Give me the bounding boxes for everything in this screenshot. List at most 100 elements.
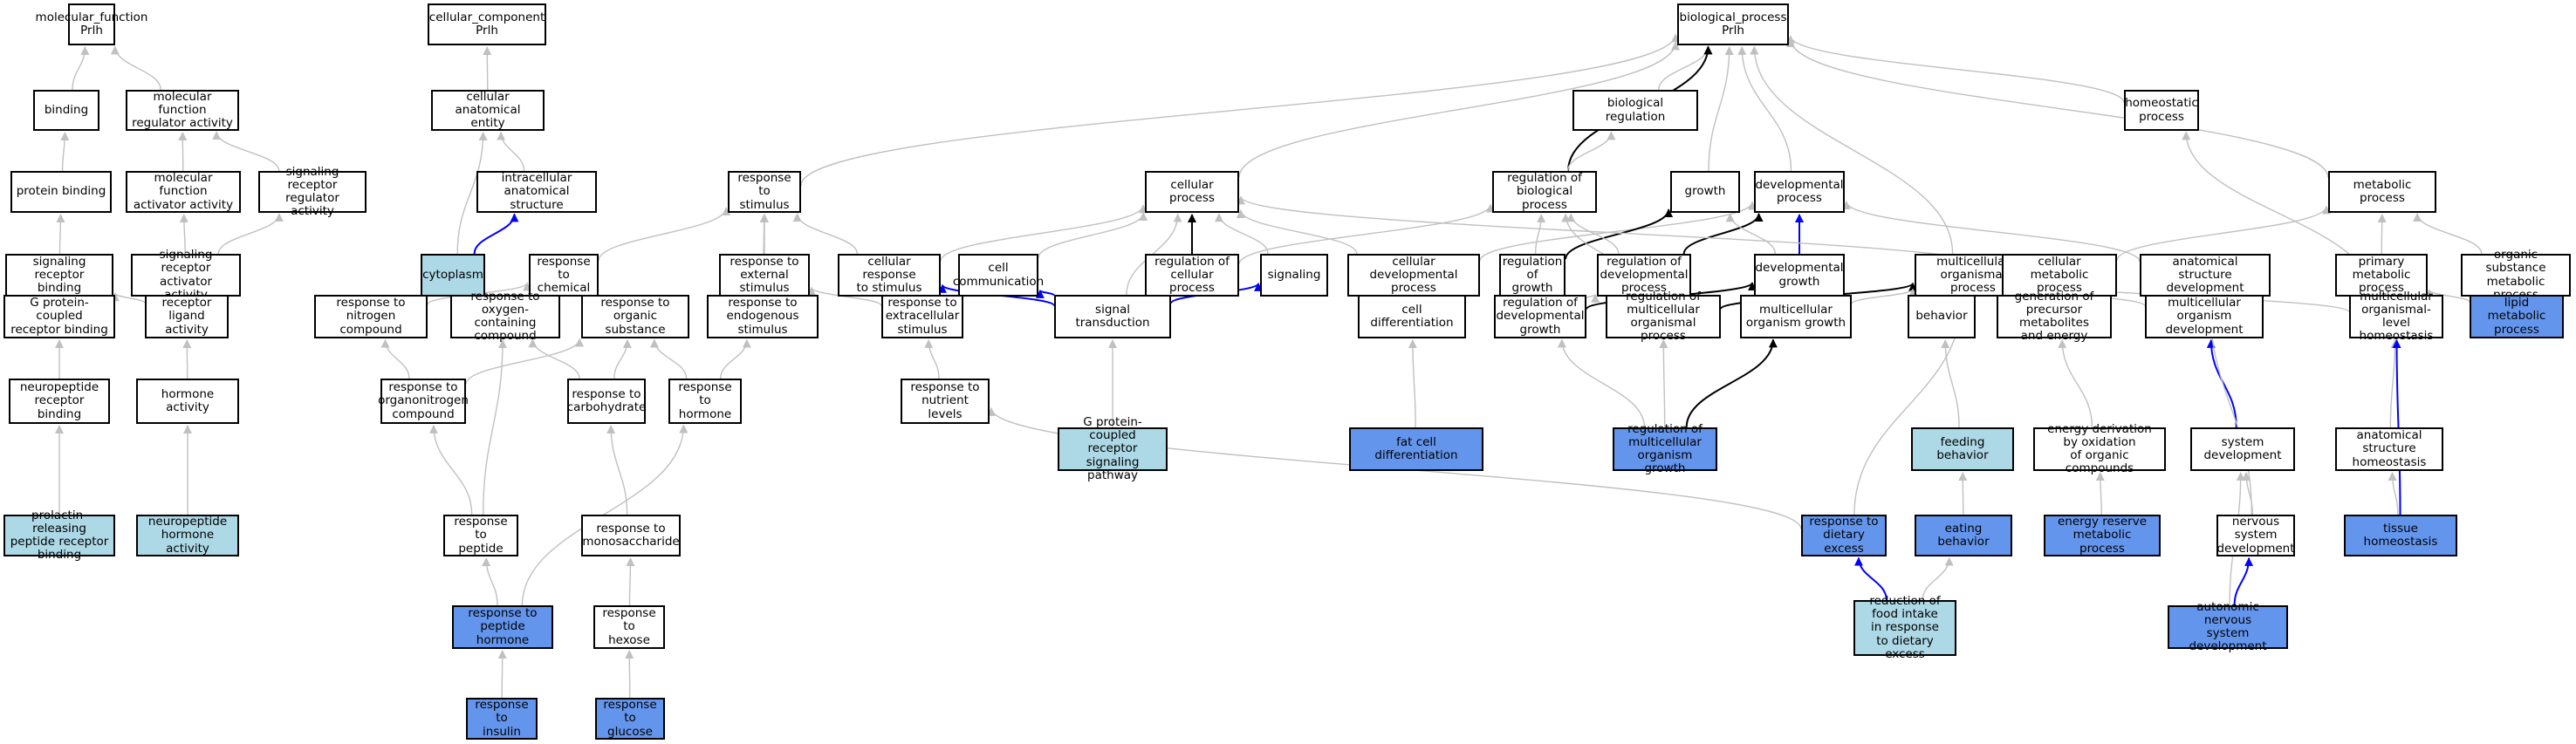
node-mf-root[interactable]: molecular_function Prlh (36, 3, 147, 45)
edge-reg-multicell-growth-to-reg-dev-growth (1557, 338, 1646, 428)
node-gen-precursor[interactable]: generation of precursor metabolites and … (1997, 290, 2112, 343)
edge-cell-comm-to-cellular-process (1038, 212, 1148, 258)
node-energy-reserve[interactable]: energy reserve metabolic process (2044, 515, 2161, 556)
node-gpcr-pathway[interactable]: G protein-coupled receptor signaling pat… (1058, 416, 1168, 481)
edge-dev-process-to-bp-root (1737, 45, 1792, 172)
node-rec-ligand[interactable]: receptor ligand activity (145, 295, 229, 338)
node-intracell-anat[interactable]: intracellular anatomical structure (476, 171, 597, 213)
node-homeostatic[interactable]: homeostatic process (2124, 90, 2199, 131)
node-resp-ext-stim[interactable]: response to external stimulus (719, 254, 810, 297)
edge-fat-cell-diff-to-cell-diff (1408, 338, 1417, 428)
node-feeding[interactable]: feeding behavior (1911, 427, 2014, 471)
node-tissue-homeo[interactable]: tissue homeostasis (2344, 515, 2457, 556)
node-cell-dev-proc[interactable]: cellular developmental process (1347, 254, 1480, 297)
edge-intracell-anat-to-cell-anat-entity (497, 131, 525, 172)
node-hormone-activity[interactable]: hormone activity (136, 379, 239, 424)
edge-cytoplasm-to-cell-anat-entity (456, 131, 488, 255)
node-system-dev[interactable]: system development (2190, 427, 2295, 471)
node-resp-insulin[interactable]: response to insulin (466, 698, 538, 740)
node-resp-organonitrogen[interactable]: response to organonitrogen compound (378, 379, 469, 424)
edge-resp-glucose-to-resp-hexose (625, 650, 634, 699)
node-anat-struct-dev[interactable]: anatomical structure development (2140, 254, 2271, 297)
edge-system-dev-to-multicell-org-dev (2206, 338, 2237, 428)
node-reg-cell-proc[interactable]: regulation of cellular process (1145, 254, 1239, 297)
node-behavior[interactable]: behavior (1908, 295, 1976, 338)
node-signal-trans[interactable]: signal transduction (1054, 295, 1171, 338)
node-multicell-growth[interactable]: multicellular organism growth (1740, 295, 1852, 338)
node-resp-nitrogen[interactable]: response to nitrogen compound (314, 295, 428, 338)
node-energy-deriv[interactable]: energy derivation by oxidation of organi… (2033, 422, 2166, 475)
node-lipid-metab[interactable]: lipid metabolic process (2470, 295, 2564, 338)
node-neuropep-rec-binding[interactable]: neuropeptide receptor binding (9, 379, 110, 424)
node-multicell-homeo[interactable]: multicellular organismal-level homeostas… (2349, 290, 2443, 343)
node-multicell-org-dev[interactable]: multicellular organism development (2145, 295, 2264, 338)
node-org-subst-metab[interactable]: organic substance metabolic process (2461, 249, 2571, 301)
node-protein-binding[interactable]: protein binding (10, 171, 112, 213)
node-resp-pep-hormone[interactable]: response to peptide hormone (452, 605, 553, 649)
node-gpcr-binding[interactable]: G protein-coupled receptor binding (3, 295, 115, 338)
edge-cell-resp-stim-to-resp-stimulus (792, 213, 859, 255)
node-eating[interactable]: eating behavior (1915, 515, 2012, 556)
node-dev-growth[interactable]: developmental growth (1754, 254, 1845, 297)
node-mf-regulator[interactable]: molecular function regulator activity (126, 90, 239, 131)
node-reg-bio-proc[interactable]: regulation of biological process (1492, 171, 1597, 213)
edge-resp-chemical-to-resp-stimulus (598, 207, 731, 262)
node-resp-endo-stim[interactable]: response to endogenous stimulus (707, 295, 819, 338)
node-resp-chemical[interactable]: response to chemical (529, 254, 599, 297)
node-metabolic[interactable]: metabolic process (2328, 171, 2436, 213)
node-bio-reg[interactable]: biological regulation (1572, 90, 1698, 131)
node-resp-nutrient[interactable]: response to nutrient levels (901, 379, 990, 424)
edge-reg-multicell-growth-to-multicell-growth (1685, 338, 1778, 428)
node-resp-hormone[interactable]: response to hormone (668, 379, 742, 424)
node-cell-comm[interactable]: cell communication (953, 254, 1044, 297)
node-resp-extracell[interactable]: response to extracellular stimulus (881, 295, 963, 338)
node-resp-dietary-excess[interactable]: response to dietary excess (1801, 515, 1887, 556)
node-bp-root[interactable]: biological_process Prlh (1677, 3, 1789, 45)
edge-reg-growth-to-reg-bio-proc (1534, 213, 1546, 255)
node-binding[interactable]: binding (33, 90, 99, 131)
edge-reg-dev-proc-to-reg-bio-proc (1566, 213, 1620, 255)
node-resp-stimulus[interactable]: response to stimulus (728, 171, 801, 213)
node-reg-multicell-growth[interactable]: regulation of multicellular organism gro… (1613, 422, 1717, 475)
edge-rec-ligand-to-sig-rec-binding (110, 292, 146, 304)
node-anat-homeo[interactable]: anatomical structure homeostasis (2335, 427, 2443, 471)
edge-autonomic-dev-to-nervous-dev (2233, 556, 2254, 606)
edge-cellular-process-to-bp-root (1238, 41, 1681, 178)
node-resp-carbohydrate[interactable]: response to carbohydrate (567, 379, 646, 424)
node-sig-rec-act[interactable]: signaling receptor activator activity (131, 249, 241, 301)
node-growth[interactable]: growth (1670, 171, 1740, 213)
node-reg-multicell-proc[interactable]: regulation of multicellular organismal p… (1606, 290, 1721, 343)
node-resp-peptide[interactable]: response to peptide (443, 515, 518, 556)
node-cell-anat-entity[interactable]: cellular anatomical entity (431, 90, 545, 131)
node-cell-diff[interactable]: cell differentiation (1358, 295, 1466, 338)
node-cellular-process[interactable]: cellular process (1145, 171, 1239, 213)
node-resp-org-subst[interactable]: response to organic substance (581, 295, 689, 338)
node-neuropep-hormone[interactable]: neuropeptide hormone activity (136, 515, 239, 556)
node-cc-root[interactable]: cellular_component Prlh (428, 3, 546, 45)
node-sig-rec-binding[interactable]: signaling receptor binding (5, 254, 113, 297)
node-reduction-food[interactable]: reduction of food intake in response to … (1853, 595, 1956, 660)
node-signaling[interactable]: signaling (1260, 254, 1328, 297)
node-cell-resp-stim[interactable]: cellular response to stimulus (838, 254, 941, 297)
node-reg-dev-proc[interactable]: regulation of developmental process (1597, 254, 1691, 297)
node-resp-glucose[interactable]: response to glucose (595, 698, 665, 740)
edge-resp-hexose-to-resp-monosacch (626, 557, 635, 606)
node-resp-monosacch[interactable]: response to monosaccharide (581, 515, 681, 556)
edge-signal-trans-to-cell-comm (1035, 289, 1055, 298)
node-fat-cell-diff[interactable]: fat cell differentiation (1349, 427, 1483, 471)
node-sig-rec-reg[interactable]: signaling receptor regulator activity (258, 165, 367, 218)
node-prlh-rec-binding[interactable]: prolactin-releasing peptide receptor bin… (3, 509, 115, 562)
node-resp-hexose[interactable]: response to hexose (593, 605, 665, 649)
edge-resp-peptide-to-resp-organonitrogen (428, 424, 473, 515)
edge-protein-binding-to-binding (60, 131, 70, 172)
node-reg-dev-growth[interactable]: regulation of developmental growth (1494, 295, 1586, 338)
node-autonomic-dev[interactable]: autonomic nervous system development (2168, 600, 2288, 653)
node-mf-activator[interactable]: molecular function activator activity (126, 171, 241, 213)
node-reg-growth[interactable]: regulation of growth (1499, 254, 1565, 297)
edge-binding-to-mf-root (72, 45, 90, 91)
node-dev-process[interactable]: developmental process (1754, 171, 1845, 213)
edge-resp-organonitrogen-to-resp-org-subst (465, 338, 585, 385)
node-nervous-dev[interactable]: nervous system development (2216, 515, 2295, 556)
node-resp-oxygen[interactable]: response to oxygen-containing compound (450, 290, 560, 343)
